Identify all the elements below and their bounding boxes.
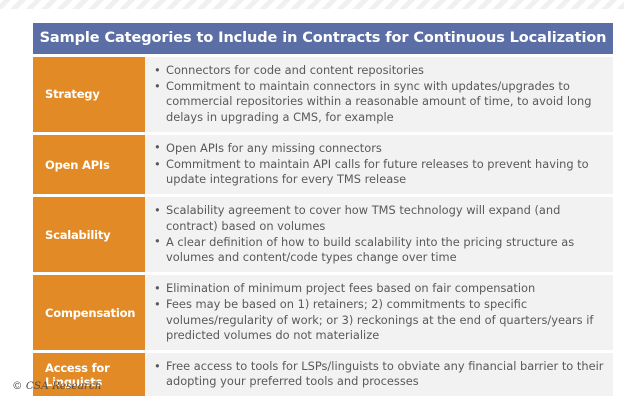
list-item: Free access to tools for LSPs/linguists … xyxy=(153,359,605,389)
decorative-hatch-band xyxy=(0,0,624,9)
table-row: Scalability Scalability agreement to cov… xyxy=(33,197,613,273)
list-item: Commitment to maintain API calls for fut… xyxy=(153,157,605,187)
list-item: Elimination of minimum project fees base… xyxy=(153,281,605,296)
list-item: Scalability agreement to cover how TMS t… xyxy=(153,203,605,233)
row-body-compensation: Elimination of minimum project fees base… xyxy=(145,275,613,351)
table-row: Compensation Elimination of minimum proj… xyxy=(33,275,613,351)
row-body-open-apis: Open APIs for any missing connectors Com… xyxy=(145,134,613,195)
row-label-strategy: Strategy xyxy=(33,57,145,132)
row-body-strategy: Connectors for code and content reposito… xyxy=(145,57,613,132)
row-body-access-for-linguists: Free access to tools for LSPs/linguists … xyxy=(145,353,613,397)
table-row: Strategy Connectors for code and content… xyxy=(33,57,613,132)
row-label-scalability: Scalability xyxy=(33,197,145,273)
list-item: Commitment to maintain connectors in syn… xyxy=(153,79,605,125)
row-label-access-for-linguists: Access for Linguists xyxy=(33,353,145,397)
bullet-list: Free access to tools for LSPs/linguists … xyxy=(153,359,605,389)
table-row: Open APIs Open APIs for any missing conn… xyxy=(33,134,613,195)
bullet-list: Elimination of minimum project fees base… xyxy=(153,281,605,343)
row-body-scalability: Scalability agreement to cover how TMS t… xyxy=(145,197,613,273)
list-item: A clear definition of how to build scala… xyxy=(153,234,605,265)
row-label-open-apis: Open APIs xyxy=(33,134,145,195)
bullet-list: Open APIs for any missing connectors Com… xyxy=(153,140,605,188)
copyright-credit: © CSA Research xyxy=(12,380,102,392)
categories-table: Sample Categories to Include in Contract… xyxy=(33,23,613,397)
bullet-list: Connectors for code and content reposito… xyxy=(153,62,605,125)
table-row: Access for Linguists Free access to tool… xyxy=(33,353,613,397)
list-item: Open APIs for any missing connectors xyxy=(153,140,605,156)
row-label-compensation: Compensation xyxy=(33,275,145,351)
bullet-list: Scalability agreement to cover how TMS t… xyxy=(153,203,605,265)
table-title: Sample Categories to Include in Contract… xyxy=(33,23,613,54)
list-item: Fees may be based on 1) retainers; 2) co… xyxy=(153,297,605,343)
list-item: Connectors for code and content reposito… xyxy=(153,62,605,78)
